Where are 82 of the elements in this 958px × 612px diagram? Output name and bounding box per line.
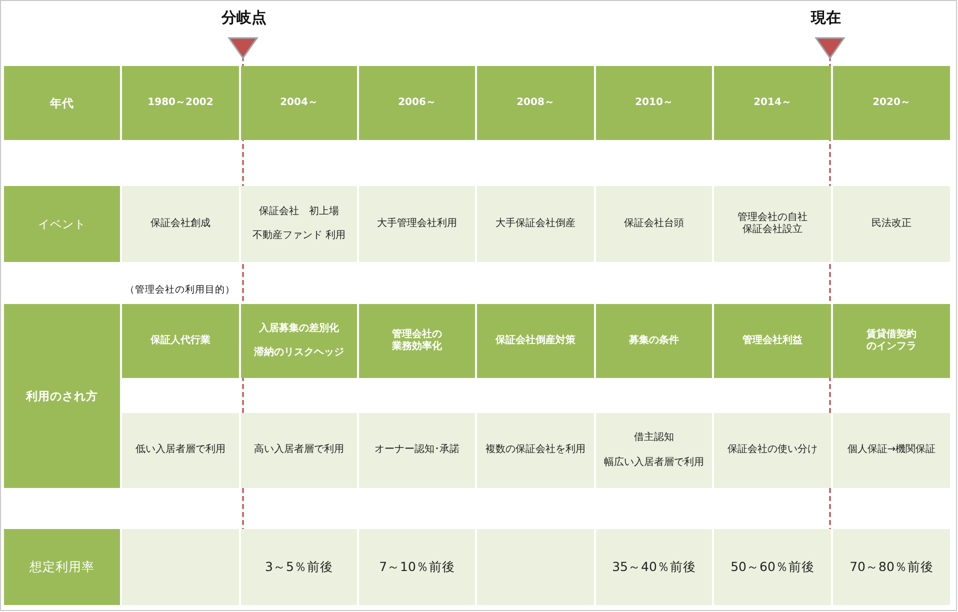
table-cell [4, 66, 120, 140]
empty-cell [122, 529, 239, 605]
table-cell [714, 529, 831, 605]
table-cell [477, 413, 594, 488]
table-cell [714, 413, 831, 488]
table-cell [359, 413, 475, 488]
cell-text: 想定利用率 [30, 559, 94, 575]
marker-label: 現在 [811, 8, 841, 28]
cell-text: 複数の保証会社を利用 [486, 444, 586, 457]
table-cell [241, 304, 357, 378]
cell-text: 賃貸借契約のインフラ [866, 328, 917, 354]
cell-text: 民法改正 [872, 218, 912, 230]
cell-text: 滞納のリスクヘッジ [254, 347, 344, 360]
cell-text: 管理会社の自社保証会社設立 [737, 212, 808, 236]
cell-text: 年代 [50, 96, 74, 110]
cell-text: 不動産ファンド 利用 [252, 230, 346, 242]
cell-text: 借主認知 [634, 432, 674, 444]
table-cell [241, 66, 357, 140]
cell-text: 保証会社倒産対策 [496, 334, 576, 348]
cell-text: 保証会社創成 [150, 218, 210, 230]
cell-text: 大手管理会社利用 [377, 218, 457, 230]
cell-text: 35～40％前後 [612, 559, 696, 575]
table-cell [241, 186, 357, 262]
cell-text: 50～60％前後 [730, 559, 814, 575]
table-cell [596, 529, 712, 605]
table-cell [833, 304, 950, 378]
table-cell [714, 304, 831, 378]
cell-text: 2004～ [280, 96, 318, 110]
cell-text: オーナー認知･承諾 [374, 444, 460, 457]
cell-text: 2010～ [635, 96, 673, 110]
table-cell [714, 186, 831, 262]
table-cell [833, 186, 950, 262]
cell-text: 大手保証会社倒産 [496, 218, 576, 230]
cell-text: 保証会社台頭 [624, 218, 684, 230]
table-cell [833, 529, 950, 605]
note-text: （管理会社の利用目的） [125, 284, 235, 296]
cell-text: 募集の条件 [629, 334, 679, 348]
empty-cell [477, 529, 594, 605]
cell-text: 1980～2002 [148, 96, 214, 110]
table-cell [241, 529, 357, 605]
table-cell [4, 529, 120, 605]
cell-text: 3～5％前後 [265, 559, 333, 575]
cell-text: 2014～ [754, 96, 792, 110]
cell-text: 入居募集の差別化 [259, 322, 339, 335]
marker-label: 分岐点 [222, 8, 266, 28]
table-cell [359, 304, 475, 378]
table-cell [596, 413, 712, 488]
cell-text: 幅広い入居者層で利用 [604, 456, 704, 469]
cell-text: 低い入居者層で利用 [136, 444, 226, 457]
cell-text: 個人保証→機関保証 [847, 444, 936, 457]
table-cell [596, 186, 712, 262]
table-cell [4, 186, 120, 262]
cell-text: 70～80％前後 [850, 559, 934, 575]
table-cell [477, 186, 594, 262]
table-cell [596, 304, 712, 378]
cell-text: 管理会社利益 [742, 334, 802, 348]
cell-text: 2008～ [516, 96, 554, 110]
cell-text: 保証会社の使い分け [728, 444, 818, 457]
table-cell [833, 413, 950, 488]
table-cell [714, 66, 831, 140]
cell-text: 保証会社 初上場 [259, 206, 339, 218]
cell-text: 利用のされ方 [26, 388, 98, 404]
table-cell [241, 413, 357, 488]
table-cell [122, 304, 239, 378]
cell-text: 保証人代行業 [150, 334, 210, 348]
table-cell [477, 66, 594, 140]
table-cell [596, 66, 712, 140]
cell-text: 高い入居者層で利用 [254, 444, 344, 457]
cell-text: 7～10％前後 [379, 559, 455, 575]
table-cell [359, 186, 475, 262]
table-cell [477, 304, 594, 378]
table-cell [359, 66, 475, 140]
table-cell [833, 66, 950, 140]
table-cell [122, 66, 239, 140]
table-cell [4, 304, 120, 488]
cell-text: イベント [38, 216, 86, 232]
table-cell [122, 186, 239, 262]
table-cell [359, 529, 475, 605]
table-cell [122, 413, 239, 488]
cell-text: 2020～ [872, 96, 910, 110]
cell-text: 管理会社の業務効率化 [392, 328, 442, 354]
cell-text: 2006～ [398, 96, 436, 110]
